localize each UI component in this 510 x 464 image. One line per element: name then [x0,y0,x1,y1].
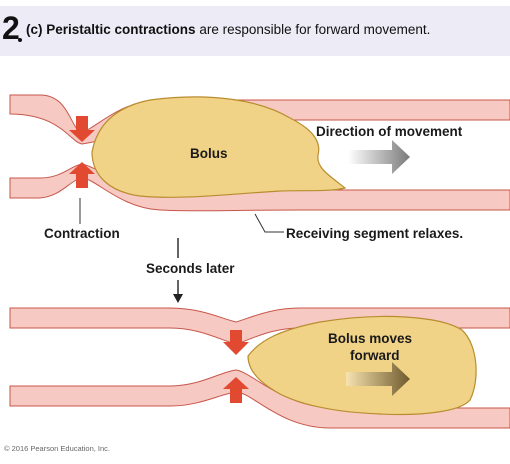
contraction-label: Contraction [44,226,120,241]
header-band [0,6,510,56]
seconds-later-label: Seconds later [146,261,235,276]
receiving-segment-label: Receiving segment relaxes. [286,226,464,241]
caption-bold: (c) Peristaltic contractions [26,22,196,37]
bolus-top [91,96,347,198]
receiving-callout-line [254,213,284,233]
copyright: © 2016 Pearson Education, Inc. [4,444,111,453]
bolus-label-top: Bolus [190,146,228,161]
bolus-moves-label-line2: forward [350,348,400,363]
direction-arrow-top [348,140,410,174]
contraction-arrow-down-top [69,116,95,142]
contraction-arrow-up-top [69,162,95,188]
step-number: 2 [2,10,20,46]
direction-arrow-bottom [346,362,410,396]
contraction-arrow-down-bottom [223,330,249,355]
step-dot [18,38,22,42]
bolus-bottom [247,315,477,416]
bolus-moves-label-line1: Bolus moves [328,331,413,346]
figure-caption: (c) Peristaltic contractions are respons… [26,22,430,37]
caption-rest: are responsible for forward movement. [195,22,431,37]
contraction-arrow-up-bottom [223,377,249,403]
seconds-later-arrowhead [173,294,183,303]
direction-of-movement-label: Direction of movement [316,124,463,139]
